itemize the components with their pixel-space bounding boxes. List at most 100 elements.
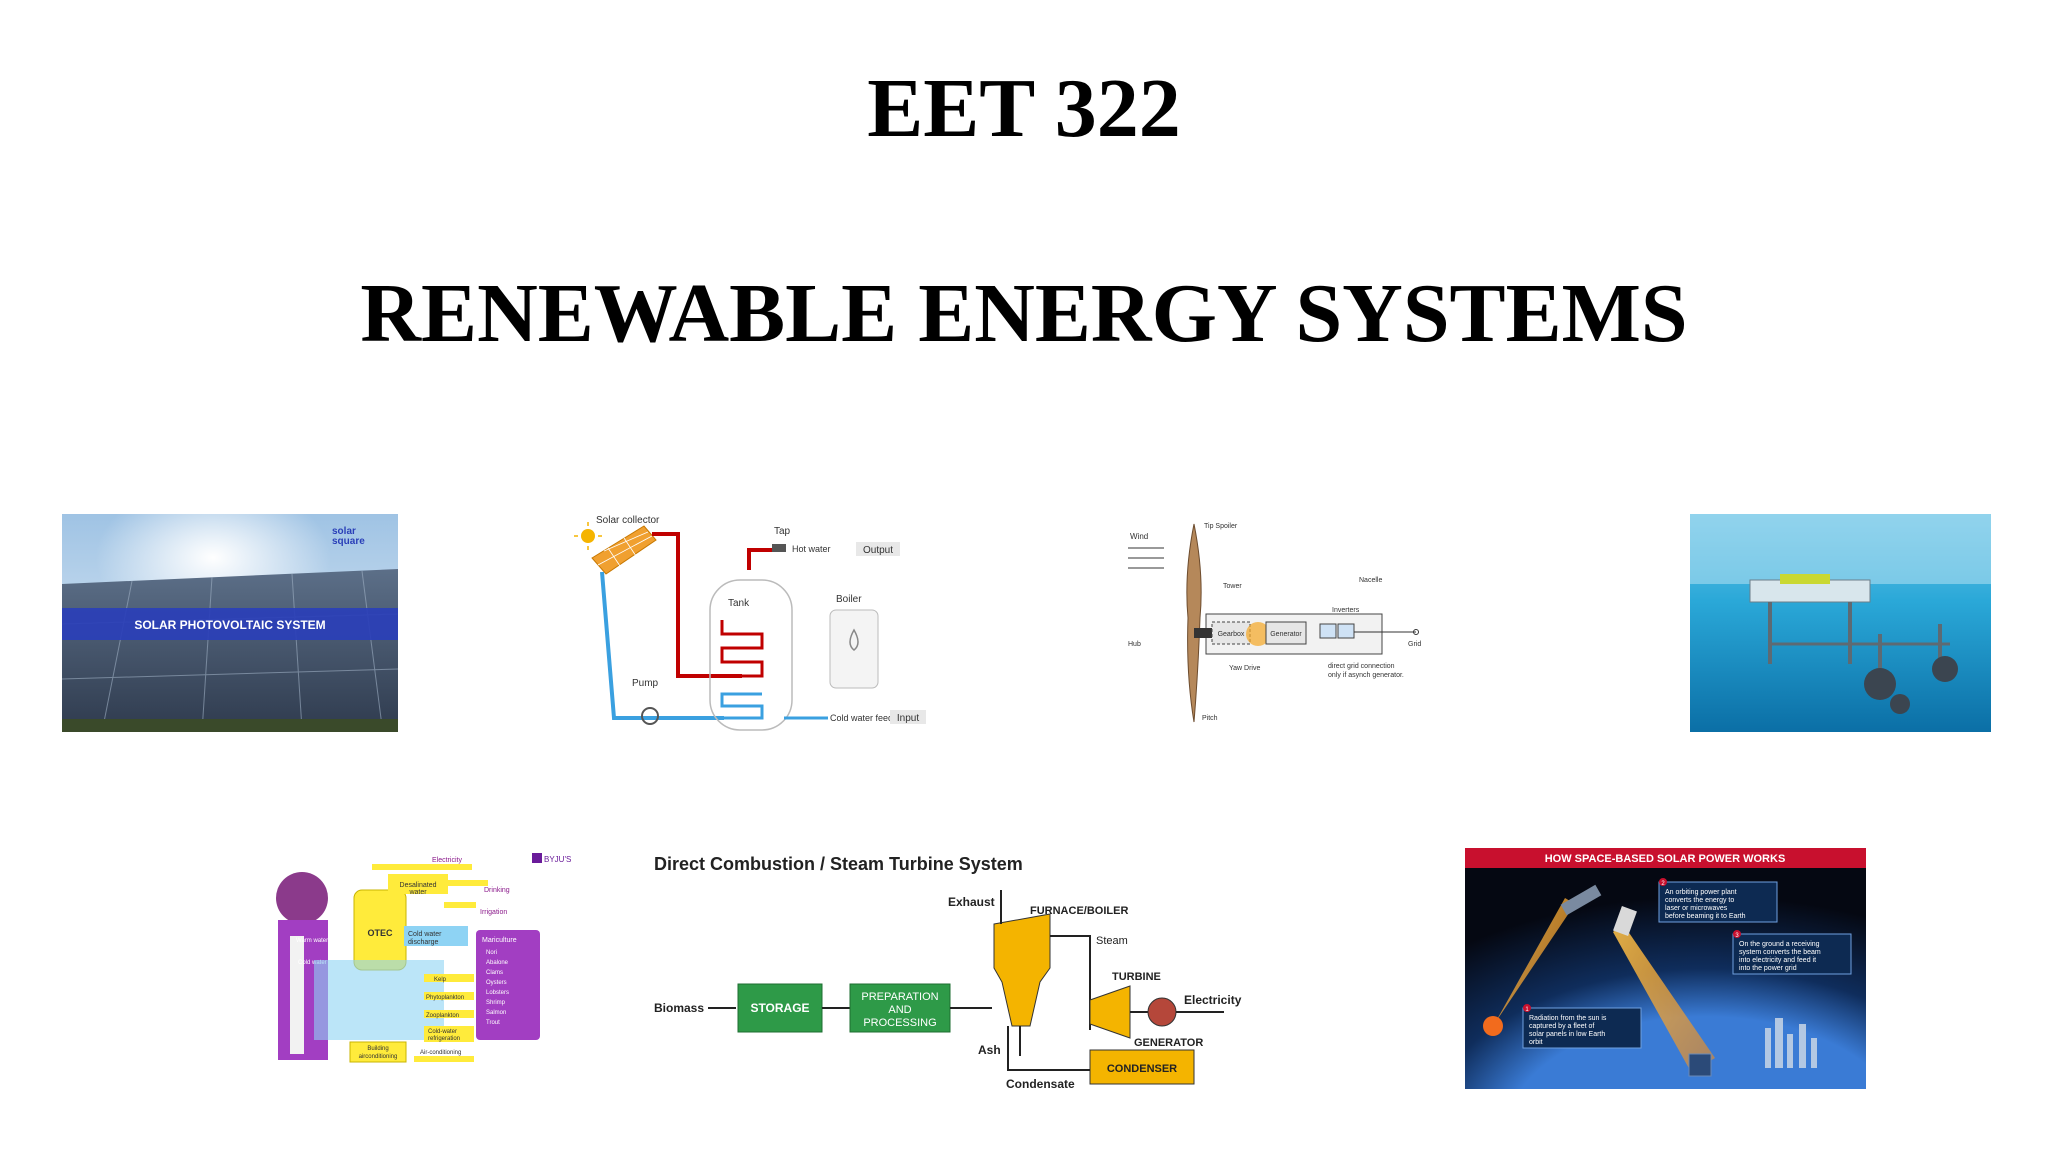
svg-text:Tip Spoiler: Tip Spoiler xyxy=(1204,523,1238,530)
svg-text:Generator: Generator xyxy=(1270,631,1302,638)
svg-text:GENERATOR: GENERATOR xyxy=(1134,1037,1203,1049)
svg-text:Warm water: Warm water xyxy=(296,938,328,944)
svg-text:3: 3 xyxy=(1735,933,1739,939)
svg-text:Gearbox: Gearbox xyxy=(1218,631,1245,638)
svg-text:captured by a fleet of: captured by a fleet of xyxy=(1529,1023,1594,1030)
svg-text:Tap: Tap xyxy=(774,526,791,537)
combustion-title: Direct Combustion / Steam Turbine System xyxy=(654,854,1023,874)
svg-text:Output: Output xyxy=(863,545,893,556)
byjus-logo xyxy=(532,853,542,863)
svg-text:Radiation from the sun is: Radiation from the sun is xyxy=(1529,1015,1607,1022)
svg-text:into the power grid: into the power grid xyxy=(1739,965,1797,972)
svg-text:Building: Building xyxy=(367,1046,388,1052)
svg-text:Cold water feed: Cold water feed xyxy=(830,713,893,723)
svg-text:STORAGE: STORAGE xyxy=(750,1001,809,1015)
pump-icon xyxy=(641,707,659,725)
svg-text:Salmon: Salmon xyxy=(486,1010,506,1016)
svg-text:On the ground a receiving: On the ground a receiving xyxy=(1739,941,1820,948)
svg-text:Pump: Pump xyxy=(632,678,659,689)
sun-icon xyxy=(276,872,328,924)
turbine xyxy=(1089,985,1131,1039)
svg-text:Phytoplankton: Phytoplankton xyxy=(426,995,464,1001)
svg-text:Nori: Nori xyxy=(486,950,497,956)
svg-text:Desalinated: Desalinated xyxy=(400,882,437,889)
svg-text:direct grid connection: direct grid connection xyxy=(1328,663,1395,670)
svg-text:Boiler: Boiler xyxy=(836,594,862,605)
svg-text:Inverters: Inverters xyxy=(1332,607,1360,614)
svg-text:Exhaust: Exhaust xyxy=(948,895,995,909)
svg-text:Zooplankton: Zooplankton xyxy=(426,1013,459,1019)
svg-text:AND: AND xyxy=(888,1004,911,1016)
svg-text:Electricity: Electricity xyxy=(1184,993,1242,1007)
solar-pv-image: SOLAR PHOTOVOLTAIC SYSTEM solar square xyxy=(62,514,398,732)
svg-text:Electricity: Electricity xyxy=(432,857,462,864)
svg-text:Lobsters: Lobsters xyxy=(486,990,509,996)
svg-text:system converts the beam: system converts the beam xyxy=(1739,949,1821,956)
svg-text:Cold water: Cold water xyxy=(298,960,327,966)
satellite-icon xyxy=(1560,884,1602,916)
svg-text:Trout: Trout xyxy=(486,1020,500,1026)
space-solar-image: HOW SPACE-BASED SOLAR POWER WORKS 1 Radi… xyxy=(1465,848,1866,1089)
combustion-diagram: Direct Combustion / Steam Turbine System… xyxy=(650,850,1284,1092)
svg-text:TURBINE: TURBINE xyxy=(1112,971,1161,983)
svg-text:laser or microwaves: laser or microwaves xyxy=(1665,905,1728,912)
slide-title: EET 322 xyxy=(867,62,1181,155)
sun-icon xyxy=(574,522,602,550)
tidal-energy-image xyxy=(1690,514,1991,732)
svg-text:OTEC: OTEC xyxy=(367,928,393,938)
svg-text:Clams: Clams xyxy=(486,970,503,976)
solar-pv-banner: SOLAR PHOTOVOLTAIC SYSTEM xyxy=(134,618,325,632)
solar-thermal-diagram: Solar collector Tank Tap Hot water Outpu… xyxy=(574,510,934,738)
svg-text:Steam: Steam xyxy=(1096,935,1128,947)
svg-text:Biomass: Biomass xyxy=(654,1001,704,1015)
svg-text:Wind: Wind xyxy=(1130,532,1148,541)
svg-text:Cold-water: Cold-water xyxy=(428,1029,457,1035)
svg-text:Air-conditioning: Air-conditioning xyxy=(420,1050,461,1056)
svg-text:Ash: Ash xyxy=(978,1043,1001,1057)
svg-text:PREPARATION: PREPARATION xyxy=(861,991,938,1003)
turbine-blade xyxy=(1186,523,1202,723)
svg-text:Oysters: Oysters xyxy=(486,980,507,986)
svg-text:converts the energy to: converts the energy to xyxy=(1665,897,1734,904)
svg-text:Mariculture: Mariculture xyxy=(482,937,517,944)
svg-text:only if asynch generator.: only if asynch generator. xyxy=(1328,672,1404,679)
svg-text:Abalone: Abalone xyxy=(486,960,509,966)
svg-text:orbit: orbit xyxy=(1529,1039,1543,1046)
svg-text:Shrimp: Shrimp xyxy=(486,1000,506,1006)
svg-text:Input: Input xyxy=(897,713,919,724)
svg-text:Cold water: Cold water xyxy=(408,931,442,938)
svg-text:Hot water: Hot water xyxy=(792,544,831,554)
svg-text:Solar collector: Solar collector xyxy=(596,515,660,526)
tap-icon xyxy=(772,544,786,552)
svg-text:square: square xyxy=(332,536,365,547)
furnace-boiler xyxy=(993,913,1051,1027)
svg-text:Tower: Tower xyxy=(1223,583,1242,590)
wind-turbine-diagram: Wind Tip Spoiler Hub Pitch Gearbox Gener… xyxy=(1124,514,1426,732)
svg-text:airconditioning: airconditioning xyxy=(359,1054,398,1060)
otec-diagram: OTEC Desalinated water Electricity Drink… xyxy=(274,850,578,1068)
generator-icon xyxy=(1147,997,1177,1027)
svg-text:Pitch: Pitch xyxy=(1202,715,1218,722)
svg-text:solar panels in low Earth: solar panels in low Earth xyxy=(1529,1031,1605,1038)
svg-text:Tank: Tank xyxy=(728,598,750,609)
svg-text:Drinking: Drinking xyxy=(484,887,510,894)
svg-text:An orbiting power plant: An orbiting power plant xyxy=(1665,889,1737,896)
svg-text:Yaw Drive: Yaw Drive xyxy=(1229,665,1260,672)
slide-subtitle: RENEWABLE ENERGY SYSTEMS xyxy=(360,267,1688,360)
sun-icon xyxy=(1483,1016,1503,1036)
svg-text:Hub: Hub xyxy=(1128,641,1141,648)
svg-text:1: 1 xyxy=(1525,1007,1529,1013)
svg-text:CONDENSER: CONDENSER xyxy=(1107,1063,1177,1075)
svg-text:Condensate: Condensate xyxy=(1006,1077,1075,1091)
svg-text:discharge: discharge xyxy=(408,939,438,946)
boiler-icon xyxy=(829,609,879,689)
svg-text:BYJU'S: BYJU'S xyxy=(544,855,571,864)
svg-text:PROCESSING: PROCESSING xyxy=(863,1017,936,1029)
svg-text:Grid: Grid xyxy=(1408,641,1421,648)
space-solar-title: HOW SPACE-BASED SOLAR POWER WORKS xyxy=(1545,853,1786,865)
svg-text:before beaming it to Earth: before beaming it to Earth xyxy=(1665,913,1746,920)
tidal-turbine-icon xyxy=(1864,668,1896,700)
solar-square-logo: solar xyxy=(332,526,356,537)
svg-text:FURNACE/BOILER: FURNACE/BOILER xyxy=(1030,905,1128,917)
svg-text:Irrigation: Irrigation xyxy=(480,909,507,916)
